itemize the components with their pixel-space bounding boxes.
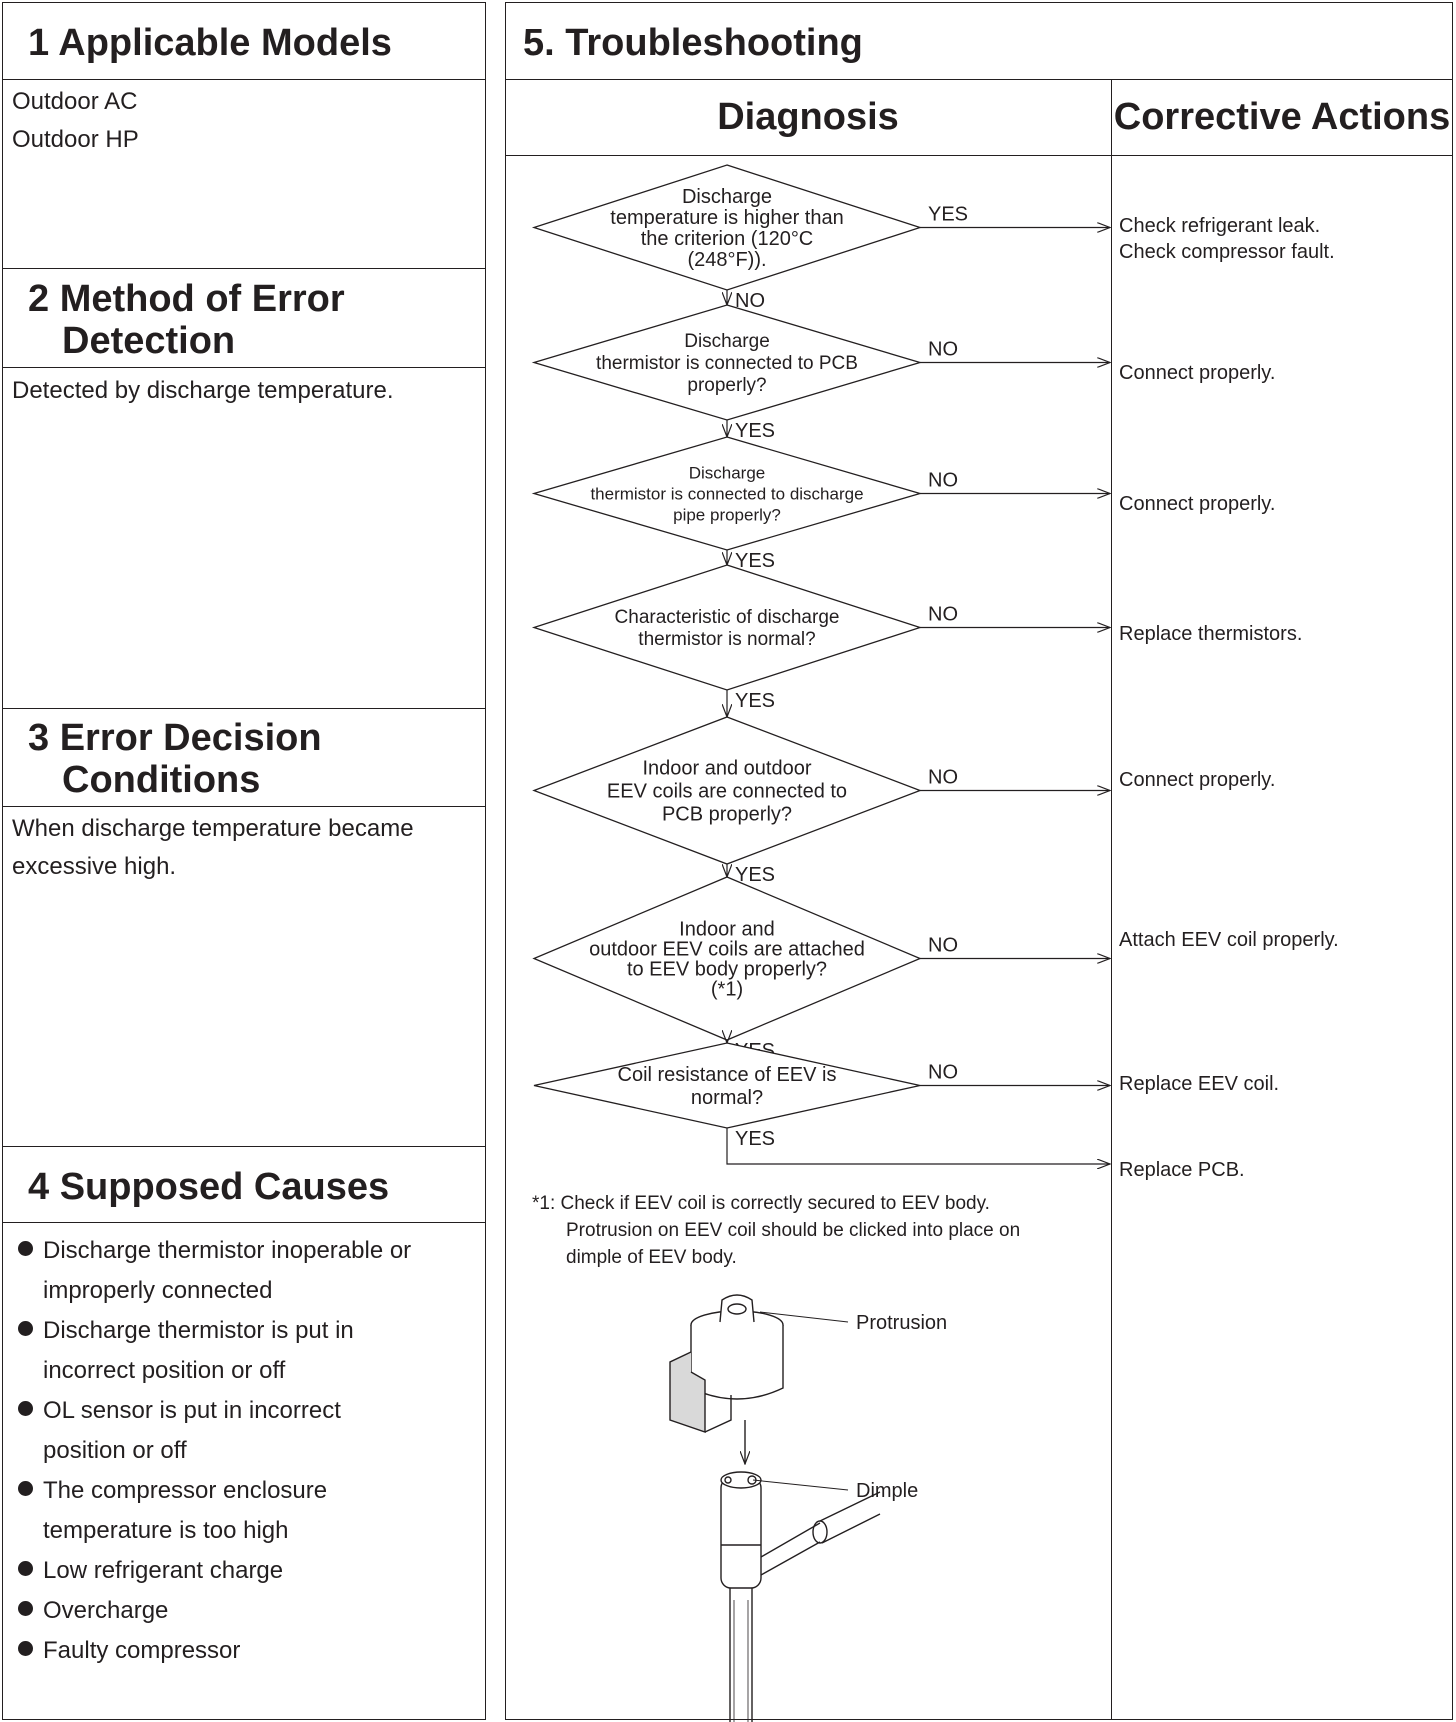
branch-label: NO [928, 767, 958, 789]
decision-text: to EEV body properly? [627, 959, 827, 981]
diagnosis-header: Diagnosis [717, 96, 899, 138]
decision-text: thermistor is connected to PCB [596, 353, 858, 374]
action-replace-eev-coil: Replace EEV coil. [1119, 1073, 1280, 1095]
divider [2, 1146, 486, 1147]
title-line: 3 Error Decision [28, 717, 322, 759]
cause-item: Faulty compressor [10, 1631, 480, 1671]
applicable-models-list: Outdoor AC Outdoor HP [12, 83, 139, 159]
method-of-error-detection-title: 2 Method of Error Detection [28, 278, 345, 362]
decision-text: normal? [691, 1087, 763, 1109]
divider [2, 1222, 486, 1223]
troubleshooting-panel [505, 2, 1453, 1720]
action-connect-properly: Connect properly. [1119, 769, 1276, 791]
divider [2, 367, 486, 368]
decision-text: pipe properly? [673, 505, 781, 524]
decision-text: Indoor and [679, 919, 775, 941]
title-line: 2 Method of Error [28, 278, 345, 320]
text-line: When discharge temperature became [12, 815, 414, 842]
action-replace-pcb: Replace PCB. [1119, 1159, 1245, 1181]
action-connect-properly: Connect properly. [1119, 493, 1276, 515]
branch-label: NO [928, 604, 958, 626]
decision-text: properly? [687, 375, 766, 396]
cause-item: Low refrigerant charge [10, 1551, 480, 1591]
decision-text: thermistor is connected to discharge [590, 484, 863, 503]
dimple-label: Dimple [856, 1480, 918, 1502]
flow-label: YES [735, 864, 775, 886]
supposed-causes-title: 4 Supposed Causes [28, 1166, 390, 1208]
flow-arrow [726, 1128, 1110, 1164]
corrective-actions-header: Corrective Actions [1113, 96, 1451, 138]
divider [2, 268, 486, 269]
divider [2, 708, 486, 709]
divider [505, 79, 1453, 80]
decision-text: EEV coils are connected to [607, 781, 847, 803]
flow-label: YES [735, 420, 775, 442]
decision-text: Discharge [684, 331, 770, 352]
decision-text: Characteristic of discharge [615, 607, 840, 628]
action-connect-properly: Connect properly. [1119, 362, 1276, 384]
title-line: Conditions [62, 759, 261, 801]
left-info-panel [2, 2, 486, 1720]
column-divider [1111, 79, 1112, 1720]
action-attach-eev-coil: Attach EEV coil properly. [1119, 929, 1339, 951]
error-decision-conditions-text: When discharge temperature became excess… [12, 810, 414, 886]
method-of-error-detection-text: Detected by discharge temperature. [12, 377, 394, 404]
action-replace-thermistors: Replace thermistors. [1119, 623, 1303, 645]
model-outdoor-hp: Outdoor HP [12, 126, 139, 153]
eev-coil-illustration [669, 1294, 881, 1722]
text-line: excessive high. [12, 853, 177, 880]
decision-text: Coil resistance of EEV is [618, 1064, 837, 1086]
action-check-leak-and-compressor: Check refrigerant leak. Check compressor… [1119, 215, 1335, 263]
title-line: Detection [62, 320, 236, 362]
flow-label: YES [735, 550, 775, 572]
decision-text: temperature is higher than [610, 207, 843, 229]
flow-label: YES [735, 690, 775, 712]
applicable-models-title: 1 Applicable Models [28, 22, 392, 64]
model-outdoor-ac: Outdoor AC [12, 88, 138, 115]
footnote-line: dimple of EEV body. [566, 1247, 737, 1268]
decision-text: Discharge [689, 463, 766, 482]
decision-text: PCB properly? [662, 804, 792, 826]
branch-label: NO [928, 1062, 958, 1084]
flow-label: NO [735, 290, 765, 312]
decision-text: Discharge [682, 186, 772, 208]
decision-text: thermistor is normal? [638, 629, 815, 650]
decision-text: the criterion (120°C [641, 228, 814, 250]
footnote-line: *1: Check if EEV coil is correctly secur… [532, 1193, 990, 1214]
cause-item: Overcharge [10, 1591, 480, 1631]
divider [2, 806, 486, 807]
footnote-line: Protrusion on EEV coil should be clicked… [566, 1220, 1020, 1241]
branch-label: NO [928, 470, 958, 492]
decision-text: (*1) [711, 979, 743, 1001]
branch-label: NO [928, 935, 958, 957]
divider [505, 155, 1453, 156]
branch-label: YES [928, 204, 968, 226]
error-decision-conditions-title: 3 Error Decision Conditions [28, 717, 322, 801]
flow-label: YES [735, 1128, 775, 1150]
protrusion-label: Protrusion [856, 1312, 947, 1334]
decision-text: (248°F)). [687, 249, 766, 271]
divider [2, 79, 486, 80]
decision-text: outdoor EEV coils are attached [589, 939, 865, 961]
troubleshooting-title: 5. Troubleshooting [523, 22, 863, 64]
branch-label: NO [928, 339, 958, 361]
decision-text: Indoor and outdoor [642, 758, 811, 780]
